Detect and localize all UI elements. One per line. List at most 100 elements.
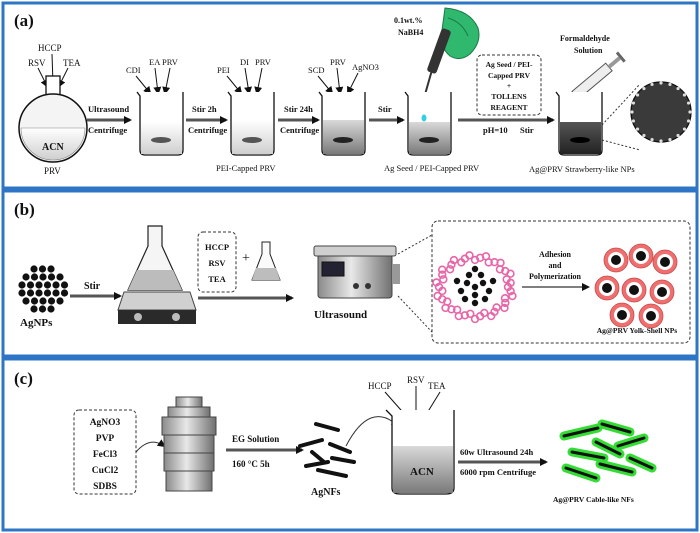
agnp-core <box>479 279 487 287</box>
beaker3-agno3: AgNO3 <box>352 62 379 72</box>
polymer-coil <box>449 255 459 265</box>
yolk-core <box>646 311 656 321</box>
ag-dot <box>686 119 691 123</box>
small-flask <box>251 241 281 281</box>
panel-c-tag: (c) <box>14 369 33 388</box>
agnp <box>35 281 43 289</box>
cable-core <box>562 426 600 438</box>
agnp <box>26 281 35 289</box>
beaker-c-rsv: RSV <box>407 375 425 385</box>
ag-dot <box>659 139 663 143</box>
agnp <box>56 273 64 281</box>
product-a-caption: Ag@PRV Strawberry-like NPs <box>529 164 635 174</box>
polymer-coil <box>495 265 505 274</box>
polymer-coil <box>438 270 447 279</box>
ag-dot <box>631 119 636 123</box>
box-a-line5: REAGENT <box>490 103 527 112</box>
arrow4-label: Stir <box>378 104 392 114</box>
arrow5-ph: pH=10 <box>483 125 508 135</box>
agnp-core <box>457 287 465 295</box>
agnp <box>22 273 30 281</box>
product-b-caption: Ag@PRV Yolk-Shell NPs <box>597 326 678 335</box>
polymer-coil <box>508 291 517 301</box>
agnp <box>35 289 43 297</box>
polymer-coil <box>470 314 480 324</box>
nabh4-label: NaBH4 <box>398 28 423 37</box>
ag-dot <box>668 82 672 87</box>
agnp <box>30 265 38 273</box>
box-b-rsv: RSV <box>208 258 226 268</box>
agnp <box>60 289 69 297</box>
agnp-cluster <box>18 265 69 313</box>
ag-dot <box>676 133 680 138</box>
box-c-fecl3: FeCl3 <box>93 450 118 460</box>
ag-dot <box>630 110 634 114</box>
agnp <box>52 289 60 297</box>
beaker-5: Ag@PRV Strawberry-like NPs <box>529 91 635 174</box>
agnf-rod <box>314 422 340 432</box>
polymer-coil <box>439 275 448 284</box>
polymer-coil <box>484 258 493 267</box>
ag-dot <box>650 82 654 87</box>
box-a-line1: Ag Seed / PEI- <box>486 60 533 69</box>
yolk-shell-inset: Adhesion and Polymerization Ag@PRV Yolk-… <box>431 220 691 344</box>
panel-a-tag: (a) <box>14 11 34 30</box>
flask-reagent-rsv: RSV <box>28 58 46 68</box>
panel-a: (a) RSV HCCP TEA ACN PRV Ultrasound Cent… <box>1 1 699 190</box>
yolk-core <box>611 255 621 265</box>
beaker2-pei: PEI <box>217 65 230 75</box>
ag-dot <box>631 101 636 105</box>
ag-dot <box>686 101 691 105</box>
cable-nfs <box>559 419 657 483</box>
stir-label: Stir <box>84 281 101 292</box>
reagent-box-b: HCCP RSV TEA <box>197 231 237 293</box>
box-a-line4: TOLLENS <box>491 92 526 101</box>
cable-core <box>598 462 634 474</box>
box-c-sdbs: SDBS <box>93 482 117 492</box>
agnp <box>30 305 38 313</box>
beaker2-prv: PRV <box>255 57 272 67</box>
ultrasound-label: Ultrasound <box>314 309 367 321</box>
beaker3-scd: SCD <box>308 65 325 75</box>
box-b-tea: TEA <box>208 274 226 284</box>
yolk-core <box>660 257 670 267</box>
ag-dot <box>635 93 640 97</box>
beaker1-prv: PRV <box>162 57 179 67</box>
agnf-rod <box>328 442 352 454</box>
nabh4-conc: 0.1wt.% <box>394 16 422 25</box>
agnp-core <box>477 271 485 279</box>
polymer-coil <box>437 265 447 274</box>
agnf-rods <box>298 422 356 478</box>
process-line2: and <box>549 261 562 270</box>
cable-core <box>564 466 598 480</box>
cable-core <box>600 422 632 434</box>
beaker4-caption: Ag Seed / PEI-Capped PRV <box>384 163 480 173</box>
cable-core <box>594 440 622 456</box>
flask-reagent-tea: TEA <box>63 58 81 68</box>
arrow-c2-top: 60w Ultrasound 24h <box>460 447 533 457</box>
panel-b-tag: (b) <box>14 200 35 219</box>
agnp <box>60 281 69 289</box>
agnf-rod <box>298 438 324 448</box>
flask-reagent-hccp: HCCP <box>38 43 62 53</box>
cable-core <box>570 450 606 460</box>
beaker-c-solvent: ACN <box>410 466 434 478</box>
agnp-core <box>461 295 469 303</box>
agnp <box>47 305 55 313</box>
arrow2-bottom: Centrifuge <box>188 125 227 135</box>
reagent-box-a: Ag Seed / PEI- Capped PRV + TOLLENS REAG… <box>476 54 542 116</box>
ag-dot <box>688 110 692 114</box>
agnp <box>22 297 30 305</box>
beaker-c: HCCP RSV TEA ACN <box>368 375 455 495</box>
agnp-core <box>471 291 479 299</box>
beaker1-ea: EA <box>149 57 161 67</box>
pipette-glove: 0.1wt.% NaBH4 <box>394 7 480 107</box>
box-c-cucl2: CuCl2 <box>92 466 119 476</box>
polymer-coil <box>487 311 496 321</box>
ag-dot <box>642 86 646 91</box>
agnf-rod <box>316 468 348 478</box>
agnp <box>18 281 26 289</box>
formaldehyde-line1: Formaldehyde <box>560 34 610 43</box>
ag-dot <box>635 127 640 131</box>
